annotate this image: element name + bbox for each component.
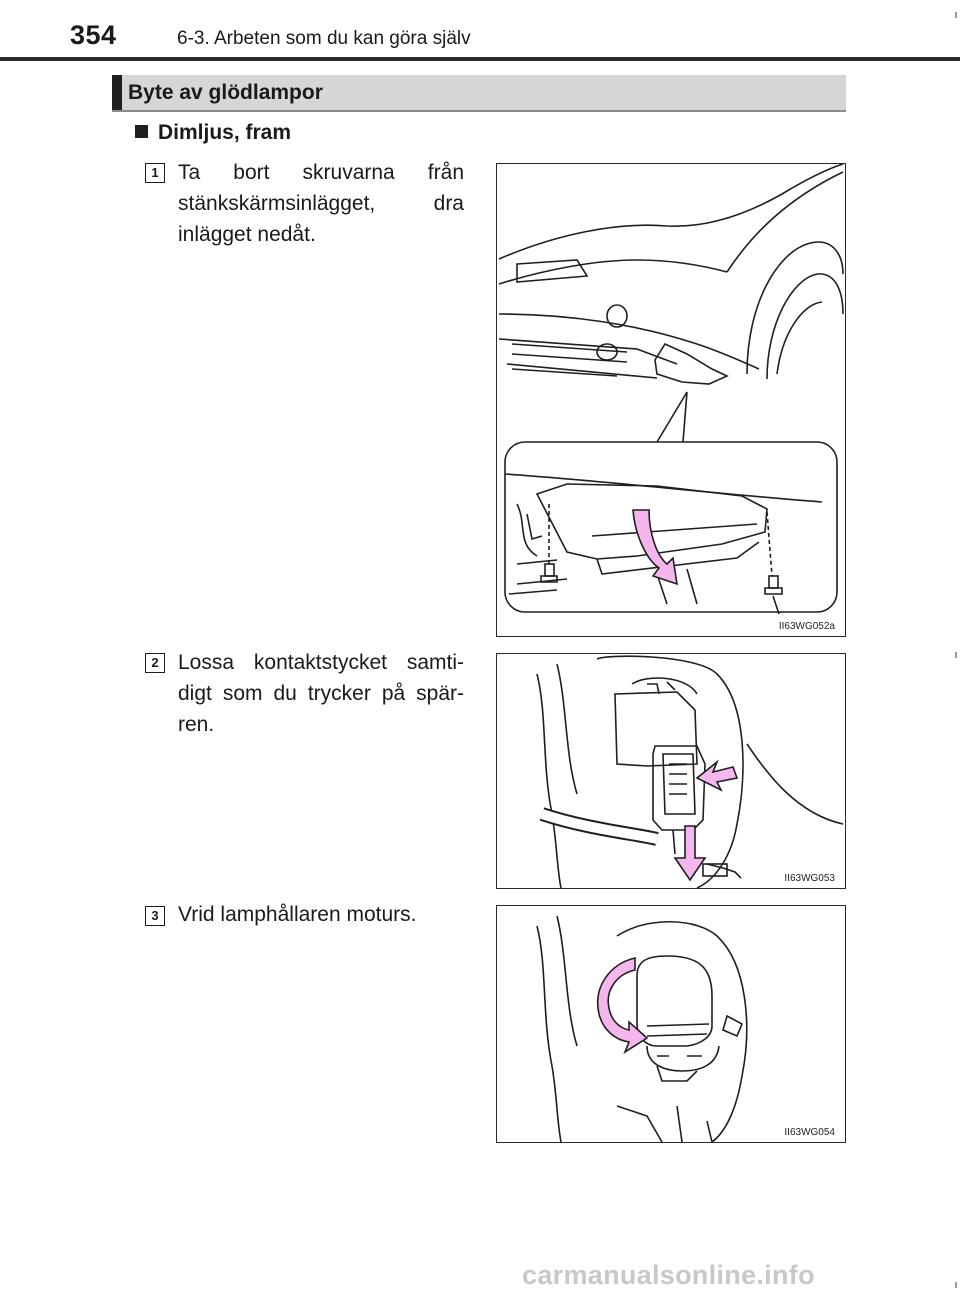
subsection-title: Dimljus, fram xyxy=(158,121,292,144)
page-edge-tick xyxy=(955,1282,957,1288)
step-instruction: Lossa kontaktstycket samti-digt som du t… xyxy=(178,651,464,736)
square-bullet-icon xyxy=(135,125,148,138)
bulb-holder-rotation-illustration xyxy=(536,915,748,1142)
pull-down-arrow xyxy=(673,825,707,882)
press-release-arrow xyxy=(695,759,739,792)
step-figure: II63WG053 xyxy=(496,653,846,889)
figure-code: II63WG053 xyxy=(782,873,837,884)
running-head: 6-3. Arbeten som du kan göra själv xyxy=(177,28,471,49)
step-number-badge: 2 xyxy=(145,653,165,673)
header-rule xyxy=(0,57,960,61)
page-number: 354 xyxy=(70,20,117,50)
step-figure: II63WG052a xyxy=(496,163,846,637)
figure-code: II63WG052a xyxy=(776,621,837,632)
section-bar-accent xyxy=(112,75,122,110)
figure-code: II63WG054 xyxy=(782,1127,837,1138)
step-instruction: Ta bort skruvarna från stänkskärmsinlägg… xyxy=(178,161,464,246)
section-title-bar: Byte av glödlampor xyxy=(112,75,846,112)
page-edge-tick xyxy=(955,652,957,658)
section-title: Byte av glödlampor xyxy=(128,81,323,104)
page-edge-tick xyxy=(955,12,957,18)
rotate-counterclockwise-arrow xyxy=(597,956,649,1055)
step-instruction: Vrid lamphållaren moturs. xyxy=(178,903,417,926)
watermark: carmanualsonline.info xyxy=(522,1260,815,1290)
pull-down-arrow xyxy=(632,509,678,586)
step-number-badge: 3 xyxy=(145,906,165,926)
step-number-badge: 1 xyxy=(145,163,165,183)
step-figure: II63WG054 xyxy=(496,905,846,1143)
car-front-fog-light-illustration xyxy=(498,164,844,615)
subsection-heading: Dimljus, fram xyxy=(135,121,291,145)
connector-release-illustration xyxy=(536,655,844,888)
